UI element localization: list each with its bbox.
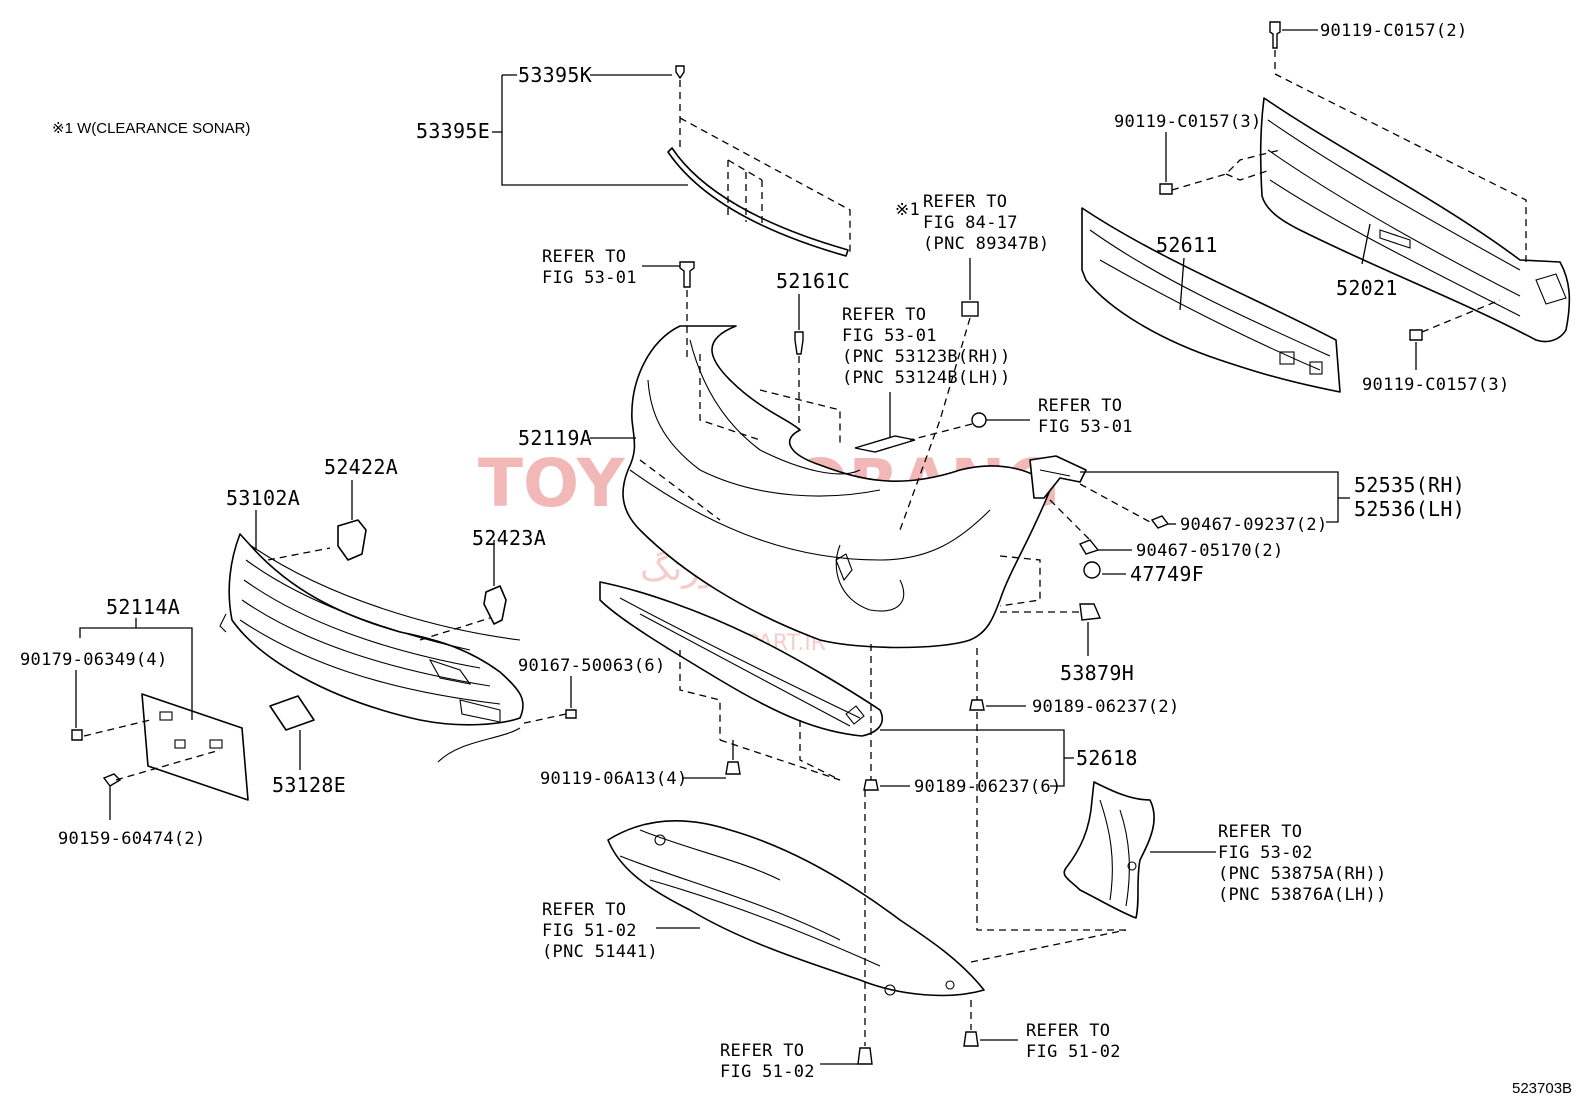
screw-90119-06A13 bbox=[682, 740, 741, 779]
ref-5302-line4: (PNC 53876A(LH)) bbox=[1218, 885, 1387, 905]
ref-5301-right-line1: REFER TO bbox=[1038, 396, 1122, 416]
label-52423A: 52423A bbox=[472, 526, 546, 550]
label-90119-06A13: 90119-06A13(4) bbox=[540, 769, 688, 789]
clip-90467-09237 bbox=[1150, 515, 1176, 529]
screw-90167 bbox=[519, 676, 577, 725]
ref-8417: ※1 REFER TO FIG 84-17 (PNC 89347B) bbox=[895, 192, 1049, 254]
ref-5102-bl-line2: FIG 51-02 bbox=[720, 1062, 815, 1082]
screw-refer-5301-right bbox=[909, 412, 1030, 441]
ref-5102-pnc-line3: (PNC 51441) bbox=[542, 942, 658, 962]
ref-5102-pnc-line1: REFER TO bbox=[542, 900, 626, 920]
ref-5302-line1: REFER TO bbox=[1218, 822, 1302, 842]
ref-5302-line2: FIG 53-02 bbox=[1218, 843, 1313, 863]
label-52119A: 52119A bbox=[518, 426, 592, 450]
ref-5301-pnc-line4: (PNC 53124B(LH)) bbox=[842, 368, 1011, 388]
clearance-sonar-note: ※1 W(CLEARANCE SONAR) bbox=[52, 120, 250, 137]
ref-8417-line3: (PNC 89347B) bbox=[923, 234, 1049, 254]
figure-code: 523703B bbox=[1512, 1080, 1572, 1097]
ref-5302-line3: (PNC 53875A(RH)) bbox=[1218, 864, 1387, 884]
clip-90189-a bbox=[969, 648, 1126, 931]
label-53102A: 53102A bbox=[226, 486, 300, 510]
label-52536: 52536(LH) bbox=[1354, 497, 1465, 521]
ref-5301-right: REFER TO FIG 53-01 bbox=[1038, 396, 1133, 437]
ref-5301-top: REFER TO FIG 53-01 bbox=[542, 247, 637, 288]
under-cover-51441 bbox=[607, 820, 985, 997]
label-53395K: 53395K bbox=[518, 63, 592, 87]
ref-5102-bl-line1: REFER TO bbox=[720, 1041, 804, 1061]
label-53128E: 53128E bbox=[272, 773, 346, 797]
ref-5102-pnc: REFER TO FIG 51-02 (PNC 51441) bbox=[542, 900, 658, 962]
ref-5301-pnc-pointer bbox=[854, 392, 916, 453]
label-90119-top: 90119-C0157(2) bbox=[1320, 21, 1468, 41]
ref-5102-br-line1: REFER TO bbox=[1026, 1021, 1110, 1041]
ref-8417-line2: FIG 84-17 bbox=[923, 213, 1018, 233]
screw-bottom-left bbox=[820, 790, 873, 1065]
ref-5102-bottom-right: REFER TO FIG 51-02 bbox=[1026, 1021, 1121, 1062]
bracket-52422A bbox=[337, 480, 367, 561]
label-90189-a: 90189-06237(2) bbox=[1032, 697, 1180, 717]
label-52422A: 52422A bbox=[324, 455, 398, 479]
grille-53102A bbox=[219, 510, 524, 763]
ref-5301-pnc-line2: FIG 53-01 bbox=[842, 326, 937, 346]
plate-bracket-52114A bbox=[71, 618, 249, 820]
bolt-90119-mid bbox=[1159, 132, 1281, 195]
ref-5302: REFER TO FIG 53-02 (PNC 53875A(RH)) (PNC… bbox=[1218, 822, 1387, 905]
label-52535: 52535(RH) bbox=[1354, 473, 1465, 497]
ref-5301-top-line2: FIG 53-01 bbox=[542, 268, 637, 288]
ref-8417-line1: REFER TO bbox=[923, 192, 1007, 212]
clip-90189-b bbox=[863, 644, 910, 791]
label-90467-09237: 90467-09237(2) bbox=[1180, 515, 1328, 535]
ref-5102-pnc-line2: FIG 51-02 bbox=[542, 921, 637, 941]
clip-53879H bbox=[1000, 603, 1102, 656]
ref-5102-bottom-left: REFER TO FIG 51-02 bbox=[720, 1041, 815, 1082]
ref-5301-pnc-line1: REFER TO bbox=[842, 305, 926, 325]
fender-liner bbox=[1063, 781, 1216, 919]
insert-53128E bbox=[269, 695, 315, 770]
label-53395E: 53395E bbox=[416, 119, 490, 143]
label-52611: 52611 bbox=[1156, 233, 1218, 257]
ref-5301-top-line1: REFER TO bbox=[542, 247, 626, 267]
sonar-sensor bbox=[899, 258, 979, 531]
screw-bottom-right bbox=[963, 929, 1127, 1047]
absorber-52611 bbox=[1081, 207, 1341, 393]
label-90159: 90159-60474(2) bbox=[58, 829, 206, 849]
clip-90467-05170 bbox=[1078, 539, 1132, 555]
label-52161C: 52161C bbox=[776, 269, 850, 293]
label-90119-mid: 90119-C0157(3) bbox=[1114, 112, 1262, 132]
label-52114A: 52114A bbox=[106, 595, 180, 619]
label-52618: 52618 bbox=[1076, 746, 1138, 770]
reinforcement-52021 bbox=[1259, 97, 1571, 343]
label-90167: 90167-50063(6) bbox=[518, 656, 666, 676]
cap-47749F bbox=[999, 555, 1126, 607]
ref-8417-mark: ※1 bbox=[895, 200, 920, 220]
ref-5301-right-line2: FIG 53-01 bbox=[1038, 417, 1133, 437]
label-90179: 90179-06349(4) bbox=[20, 650, 168, 670]
bolt-90119-low bbox=[1409, 299, 1501, 370]
ref-5102-br-line2: FIG 51-02 bbox=[1026, 1042, 1121, 1062]
label-90189-b: 90189-06237(6) bbox=[914, 777, 1062, 797]
retainer-52535 bbox=[1029, 455, 1350, 541]
label-90119-low: 90119-C0157(3) bbox=[1362, 375, 1510, 395]
label-47749F: 47749F bbox=[1130, 562, 1204, 586]
ref-5301-pnc: REFER TO FIG 53-01 (PNC 53123B(RH)) (PNC… bbox=[842, 305, 1011, 388]
molding-53395E bbox=[492, 65, 851, 257]
label-52021: 52021 bbox=[1336, 276, 1398, 300]
bumper-cover-52119A bbox=[590, 325, 1051, 649]
bracket-52423A bbox=[483, 540, 507, 625]
shield-52618 bbox=[599, 581, 1074, 787]
label-90467-05170: 90467-05170(2) bbox=[1136, 541, 1284, 561]
screw-refer-5301 bbox=[642, 261, 695, 360]
ref-5301-pnc-line3: (PNC 53123B(RH)) bbox=[842, 347, 1011, 367]
clip-52161C bbox=[794, 294, 804, 430]
label-53879H: 53879H bbox=[1060, 661, 1134, 685]
bolt-90119-top bbox=[1269, 21, 1527, 262]
